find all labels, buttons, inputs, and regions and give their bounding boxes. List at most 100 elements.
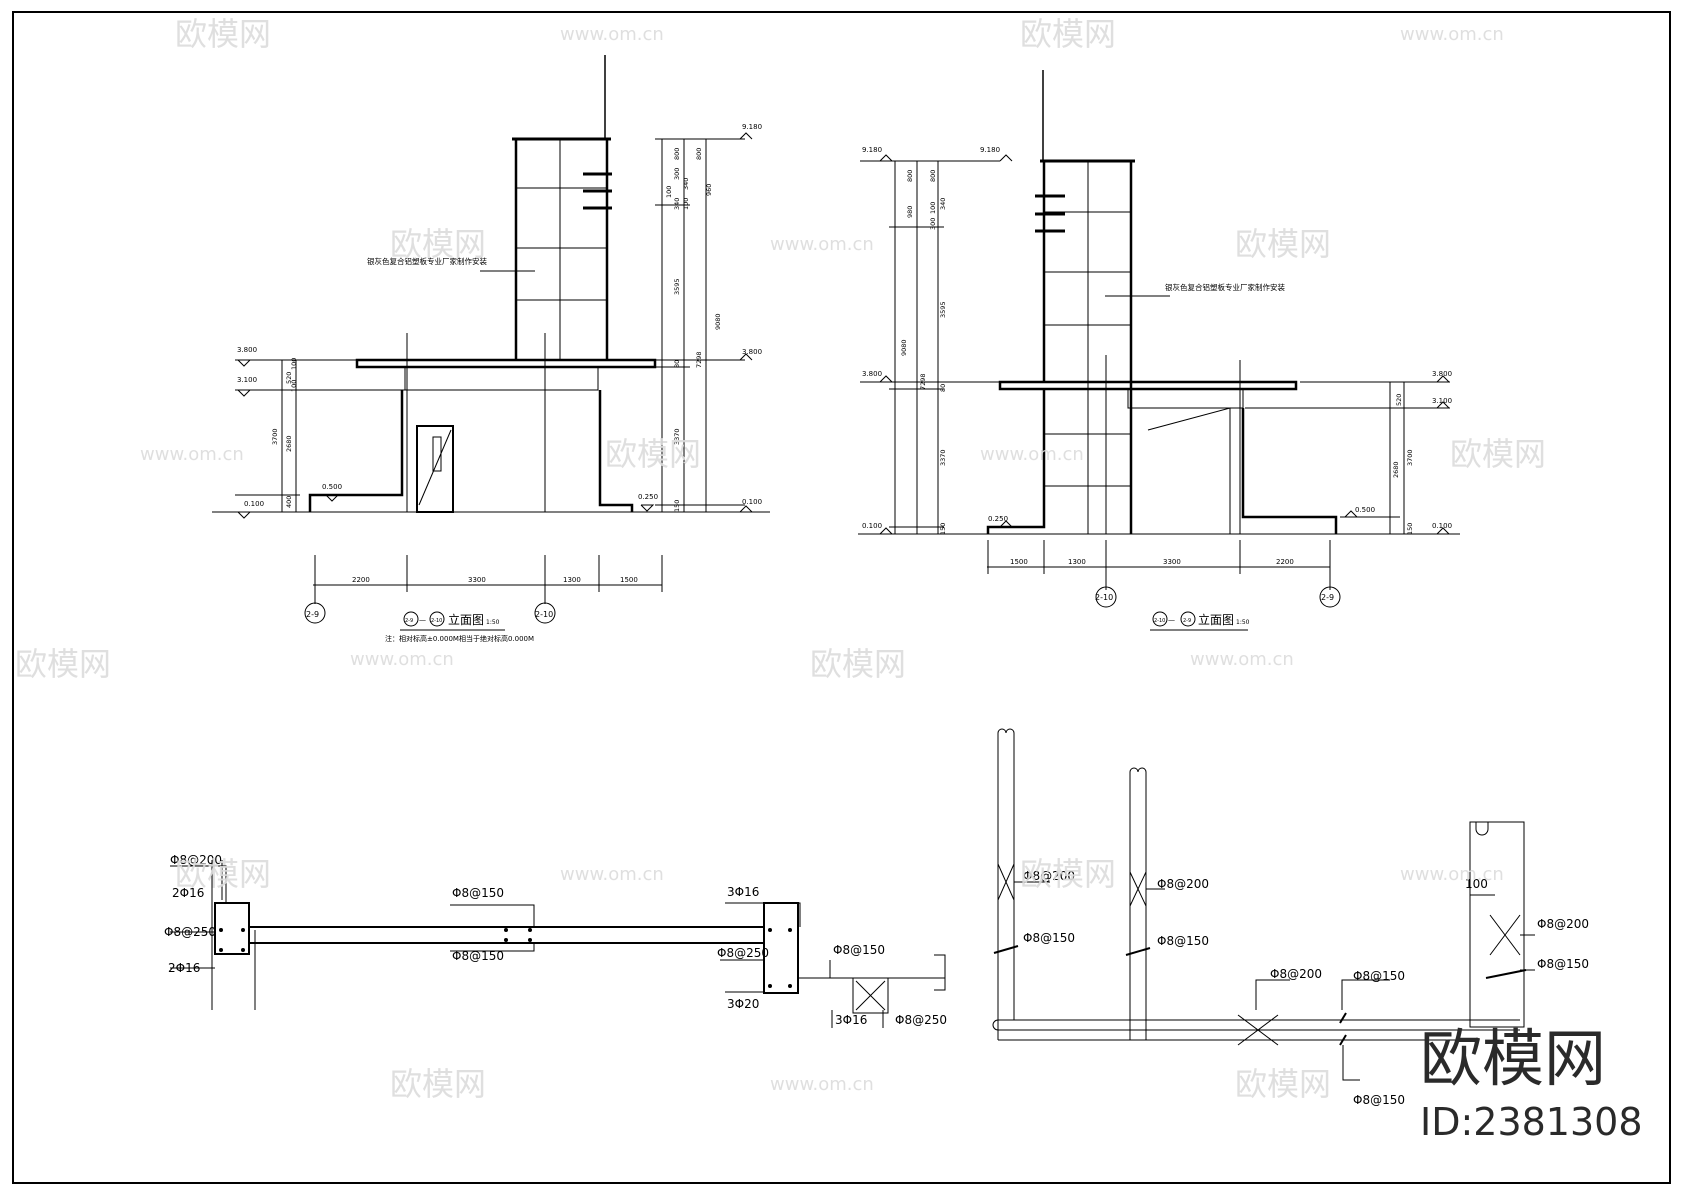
right-vdim: 3595 — [939, 301, 947, 318]
left-vdim: 800 — [695, 148, 703, 160]
plan-left-text: Φ8@200 2Φ16 Φ8@250 2Φ16 Φ8@150 Φ8@150 3Φ… — [164, 853, 947, 1027]
right-elevation-text: 银灰色复合铝塑板专业厂家制作安装 9.180 9.180 3.800 3.800… — [862, 146, 1452, 627]
left-elevation-text: 银灰色复合铝塑板专业厂家制作安装 9.180 3.800 3.800 3.100… — [237, 123, 762, 643]
right-vdim: 150 — [939, 523, 947, 535]
right-vdim: 340 — [939, 198, 947, 210]
left-vdim: 3595 — [673, 278, 681, 295]
watermark-brand: 欧模网 — [1235, 1065, 1331, 1103]
watermark-url: www.om.cn — [770, 1074, 874, 1095]
left-vdim: 340 — [682, 178, 690, 190]
left-vdim: 100 — [290, 380, 298, 392]
sheet-border — [12, 11, 1671, 1184]
right-vdim: 520 — [1395, 394, 1403, 406]
watermark-brand: 欧模网 — [175, 15, 271, 53]
right-vdim: 2680 — [1392, 461, 1400, 478]
plan-left-label: Φ8@150 — [452, 886, 504, 900]
left-axis-label: 2-10 — [535, 610, 553, 619]
left-title-axis-b: 2-10 — [431, 618, 442, 624]
plan-right-label: Φ8@150 — [1023, 931, 1075, 945]
right-elev-ground-left: 0.100 — [862, 522, 882, 530]
plan-left-label: Φ8@250 — [895, 1013, 947, 1027]
right-vdim: 9080 — [900, 339, 908, 356]
right-elev-underside: 3.100 — [1432, 397, 1452, 405]
left-vdim: 400 — [285, 496, 293, 508]
left-vdim: 7298 — [695, 351, 703, 368]
left-vdim: 100 — [682, 198, 690, 210]
right-material-note: 银灰色复合铝塑板专业厂家制作安装 — [1165, 282, 1285, 292]
watermark-brand: 欧模网 — [1020, 15, 1116, 53]
plan-right — [992, 728, 1535, 1081]
left-elev-canopy-left: 3.800 — [237, 346, 257, 354]
plan-left-label: 2Φ16 — [172, 886, 204, 900]
left-elev-ground-right: 0.100 — [742, 498, 762, 506]
left-hdim: 1300 — [563, 576, 581, 584]
left-vdim: 80 — [673, 360, 681, 368]
left-vdim: 800 — [673, 148, 681, 160]
left-elev-ground-left: 0.100 — [244, 500, 264, 508]
plan-right-label: Φ8@200 — [1023, 869, 1075, 883]
plan-left-label: Φ8@150 — [452, 949, 504, 963]
plan-left-label: Φ8@200 — [170, 853, 222, 867]
right-vdim: 980 — [906, 206, 914, 218]
left-title: 立面图 — [448, 612, 484, 627]
left-vdim: 2680 — [285, 435, 293, 452]
plan-left-label: Φ8@250 — [717, 946, 769, 960]
right-vdim: 150 — [1406, 523, 1414, 535]
left-hdim: 1500 — [620, 576, 638, 584]
right-elev-canopy-left: 3.800 — [862, 370, 882, 378]
left-vdim: 520 — [285, 372, 293, 384]
plan-left-label: Φ8@250 — [164, 925, 216, 939]
right-title: 立面图 — [1198, 612, 1234, 627]
watermark-url: www.om.cn — [1400, 24, 1504, 45]
left-vdim: 340 — [673, 198, 681, 210]
watermark-brand: 欧模网 — [1450, 435, 1546, 473]
plan-right-label: Φ8@150 — [1157, 934, 1209, 948]
right-title-sep: — — [1168, 616, 1175, 624]
left-elev-top: 9.180 — [742, 123, 762, 131]
right-hdim: 3300 — [1163, 558, 1181, 566]
left-vdim: 150 — [673, 500, 681, 512]
left-elev-canopy-right: 3.800 — [742, 348, 762, 356]
watermark-layer: 欧模网 www.om.cn 欧模网 www.om.cn 欧模网 www.om.c… — [15, 15, 1546, 1103]
watermark-brand: 欧模网 — [15, 645, 111, 683]
right-title-axis-a: 2-10 — [1154, 618, 1165, 624]
plan-right-label: Φ8@200 — [1537, 917, 1589, 931]
left-vertical-dims: 800 800 300 100 340 960 340 100 3595 908… — [271, 148, 722, 512]
watermark-brand: 欧模网 — [1235, 225, 1331, 263]
left-title-axis-a: 2-9 — [405, 618, 413, 624]
right-hdim: 2200 — [1276, 558, 1294, 566]
right-hdim: 1500 — [1010, 558, 1028, 566]
plan-right-label: Φ8@200 — [1270, 967, 1322, 981]
right-axis-label: 2-10 — [1095, 593, 1113, 602]
right-vdim: 80 — [939, 384, 947, 392]
right-elev-top-right: 9.180 — [980, 146, 1000, 154]
plan-left-label: Φ8@150 — [833, 943, 885, 957]
right-elev-canopy-right: 3.800 — [1432, 370, 1452, 378]
left-material-note: 银灰色复合铝塑板专业厂家制作安装 — [367, 256, 487, 266]
right-elev-step-right: 0.500 — [1355, 506, 1375, 514]
left-vdim: 100 — [290, 358, 298, 370]
left-vdim: 9080 — [714, 313, 722, 330]
plan-left-label: 3Φ16 — [727, 885, 759, 899]
plan-right-text: Φ8@200 Φ8@150 Φ8@200 Φ8@150 Φ8@200 Φ8@15… — [1023, 869, 1589, 1107]
right-elev-ground-right: 0.100 — [1432, 522, 1452, 530]
plan-right-label: Φ8@150 — [1353, 969, 1405, 983]
corner-watermark: 欧模网 ID:2381308 — [1420, 1022, 1643, 1144]
left-vdim: 300 — [673, 168, 681, 180]
right-vdim: 300 — [929, 218, 937, 230]
watermark-url: www.om.cn — [1190, 649, 1294, 670]
right-vdim: 800 — [929, 170, 937, 182]
left-hdim: 2200 — [352, 576, 370, 584]
right-elev-step-left: 0.250 — [988, 515, 1008, 523]
plan-right-label: 100 — [1465, 877, 1488, 891]
corner-id: ID:2381308 — [1420, 1100, 1643, 1144]
right-title-axis-b: 2-9 — [1183, 618, 1191, 624]
left-elev-step-left: 0.500 — [322, 483, 342, 491]
left-elevation — [212, 55, 770, 631]
left-elev-underside: 3.100 — [237, 376, 257, 384]
watermark-url: www.om.cn — [980, 444, 1084, 465]
watermark-url: www.om.cn — [350, 649, 454, 670]
plan-right-label: Φ8@150 — [1353, 1093, 1405, 1107]
watermark-brand: 欧模网 — [605, 435, 701, 473]
